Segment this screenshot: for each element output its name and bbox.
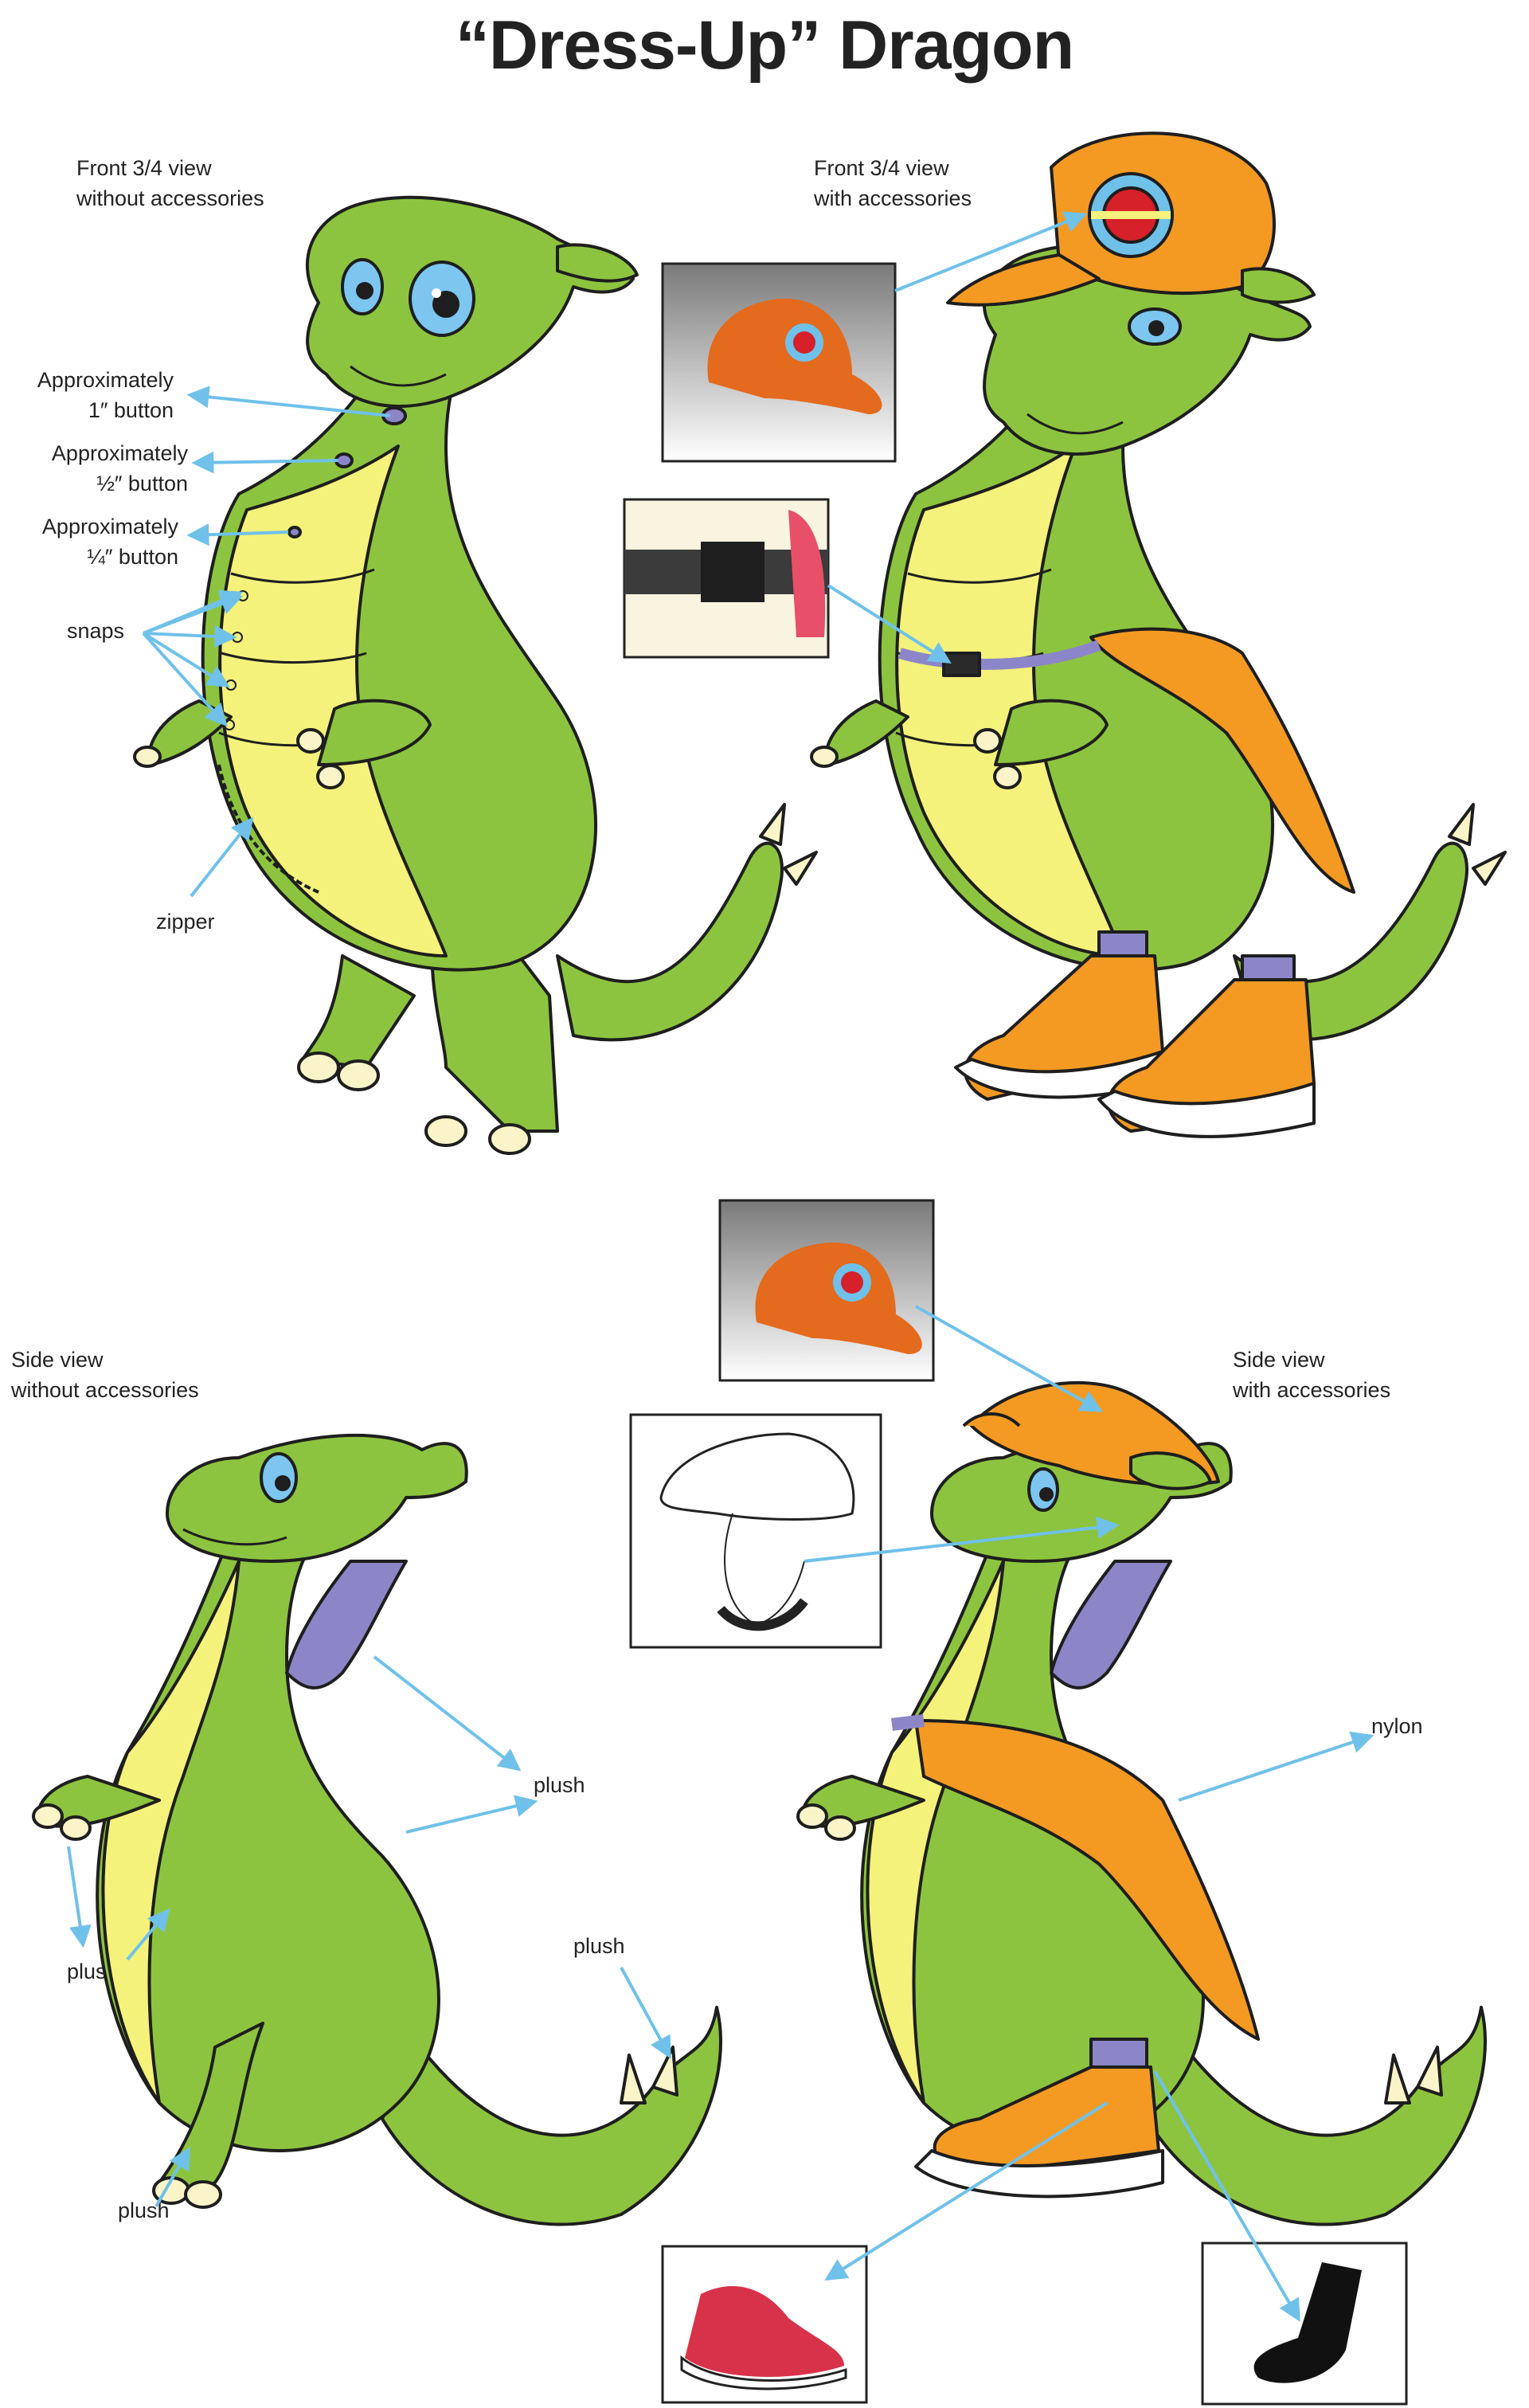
head bbox=[982, 243, 1312, 456]
arm-right bbox=[317, 699, 432, 766]
callout-nylon: nylon bbox=[1371, 1714, 1423, 1738]
sock bbox=[1089, 2038, 1148, 2069]
view-label-side-accessories: Side view with accessories bbox=[1233, 1348, 1391, 1402]
callout-snaps: snaps bbox=[67, 619, 125, 643]
callout-arrows-front bbox=[142, 386, 391, 898]
callout-arrows-side bbox=[67, 1655, 671, 2207]
photo-sock bbox=[1201, 2242, 1408, 2406]
nylon-cape bbox=[914, 1719, 1260, 2041]
callout-zipper: zipper bbox=[156, 910, 215, 934]
hat-brim bbox=[946, 253, 1101, 307]
view-label-front-plain: Front 3/4 view without accessories bbox=[76, 156, 264, 210]
buckle bbox=[942, 652, 981, 677]
callout-plush-neck: plush bbox=[534, 1773, 585, 1797]
tail-spike bbox=[783, 851, 818, 886]
belly-edge bbox=[101, 1560, 240, 2105]
callout-arrows-front-accessories bbox=[827, 211, 1088, 664]
leg-front bbox=[301, 954, 416, 1069]
ear bbox=[1129, 1451, 1212, 1490]
photo-sneaker bbox=[661, 2245, 868, 2404]
photo-cap-2 bbox=[718, 1199, 935, 1382]
nylon-cape bbox=[1089, 627, 1355, 894]
tail bbox=[381, 2006, 722, 2226]
callout-button-quarter: Approximately ¼″ button bbox=[41, 515, 178, 569]
button-quarter bbox=[287, 526, 302, 538]
photo-cap-sketch bbox=[629, 1413, 882, 1649]
dragon-side-plain bbox=[32, 1433, 722, 2226]
photo-buckle bbox=[623, 498, 830, 659]
tail bbox=[1145, 2006, 1487, 2226]
page-title: “Dress-Up” Dragon bbox=[455, 7, 1074, 84]
callout-button-1in: Approximately 1″ button bbox=[37, 368, 174, 422]
callout-arrows-side-accessories bbox=[804, 1305, 1375, 2322]
mane bbox=[1050, 1560, 1172, 1690]
ear bbox=[1241, 267, 1316, 304]
callout-plush-tail: plush bbox=[573, 1934, 625, 1958]
dragon-front-plain bbox=[133, 195, 818, 1155]
zipper-line bbox=[217, 764, 319, 894]
buckle-strap bbox=[898, 640, 1101, 670]
tail bbox=[556, 841, 784, 1042]
callout-button-half: Approximately ½″ button bbox=[51, 441, 188, 495]
view-label-side-plain: Side view without accessories bbox=[11, 1348, 199, 1402]
dragon-side-accessories bbox=[796, 1380, 1487, 2226]
tail-spike bbox=[759, 803, 786, 846]
photo-cap-1 bbox=[661, 262, 897, 463]
ear bbox=[556, 243, 639, 283]
view-label-front-accessories: Front 3/4 view with accessories bbox=[814, 156, 972, 210]
mane bbox=[285, 1560, 408, 1690]
belly bbox=[218, 444, 448, 957]
head bbox=[166, 1433, 468, 1563]
belly-edge bbox=[866, 1560, 1005, 2105]
dragon-front-accessories bbox=[810, 131, 1507, 1138]
